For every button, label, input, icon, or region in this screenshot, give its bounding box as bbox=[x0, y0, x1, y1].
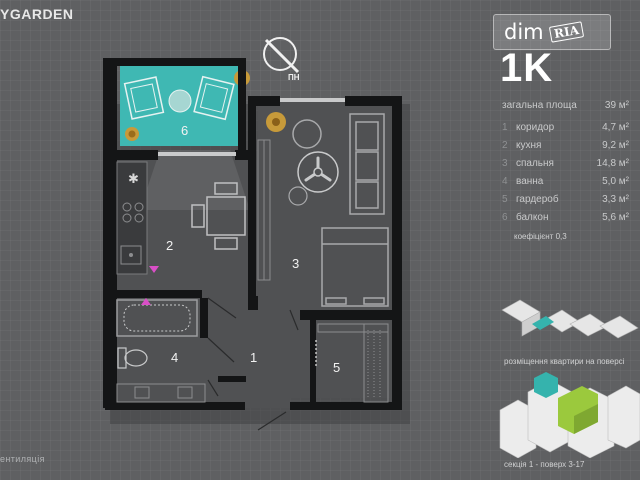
balcony-coffee-table bbox=[168, 89, 192, 113]
room-number-6: 6 bbox=[181, 123, 188, 138]
extractor-icon: ✱ bbox=[128, 172, 139, 187]
room-number-2: 2 bbox=[166, 238, 173, 253]
apartment-location-marker bbox=[532, 316, 554, 330]
location-caption: розміщення квартири на поверсі bbox=[504, 357, 625, 366]
window bbox=[280, 98, 345, 102]
total-area-value: 39 м² bbox=[604, 100, 629, 111]
total-area: загальна площа 39 м² bbox=[502, 100, 632, 111]
dim-ria-watermark: dim RIA bbox=[493, 14, 611, 50]
washbasin-counter bbox=[116, 383, 206, 403]
apartment-type: 1K bbox=[500, 46, 554, 90]
room-number-3: 3 bbox=[292, 256, 299, 271]
walls bbox=[103, 58, 402, 410]
ventilation-legend: ентиляція bbox=[0, 454, 45, 464]
balcony-armchair-left bbox=[123, 76, 165, 120]
bathtub bbox=[116, 299, 198, 337]
coffee-table-icon bbox=[297, 151, 339, 193]
bed bbox=[321, 227, 389, 307]
toilet-icon bbox=[117, 347, 148, 369]
room-number-5: 5 bbox=[333, 360, 340, 375]
wardrobe-rack bbox=[317, 323, 389, 403]
bedroom-plant-icon bbox=[266, 112, 286, 132]
balcony-door bbox=[158, 152, 236, 156]
side-stool bbox=[288, 186, 308, 206]
compass-label: ПН bbox=[288, 73, 300, 82]
section-highlight-teal bbox=[534, 372, 558, 398]
section-3d-model bbox=[499, 372, 640, 458]
balcony-plant-icon bbox=[125, 127, 139, 141]
dim-watermark-text: dim bbox=[504, 20, 544, 44]
wardrobe-shelf bbox=[257, 139, 271, 281]
marker-triangle-up bbox=[141, 298, 151, 305]
door-swings bbox=[207, 297, 317, 431]
brand-logo: YGARDEN bbox=[0, 6, 74, 22]
total-area-label: загальна площа bbox=[502, 100, 577, 111]
room-number-4: 4 bbox=[171, 350, 178, 365]
dining-table bbox=[191, 182, 246, 250]
stove-icon bbox=[122, 202, 144, 223]
marker-triangle-down bbox=[149, 266, 159, 273]
balcony-coefficient: коефіцієнт 0,3 bbox=[514, 232, 567, 241]
floor-location-map bbox=[501, 299, 639, 339]
balcony-armchair-right bbox=[193, 75, 235, 121]
sink-icon bbox=[120, 245, 142, 265]
sofa bbox=[349, 113, 385, 215]
compass-icon: ПН bbox=[263, 37, 300, 82]
section-caption: секція 1 - поверх 3-17 bbox=[504, 460, 585, 469]
pouf bbox=[292, 119, 322, 149]
room-number-1: 1 bbox=[250, 350, 257, 365]
